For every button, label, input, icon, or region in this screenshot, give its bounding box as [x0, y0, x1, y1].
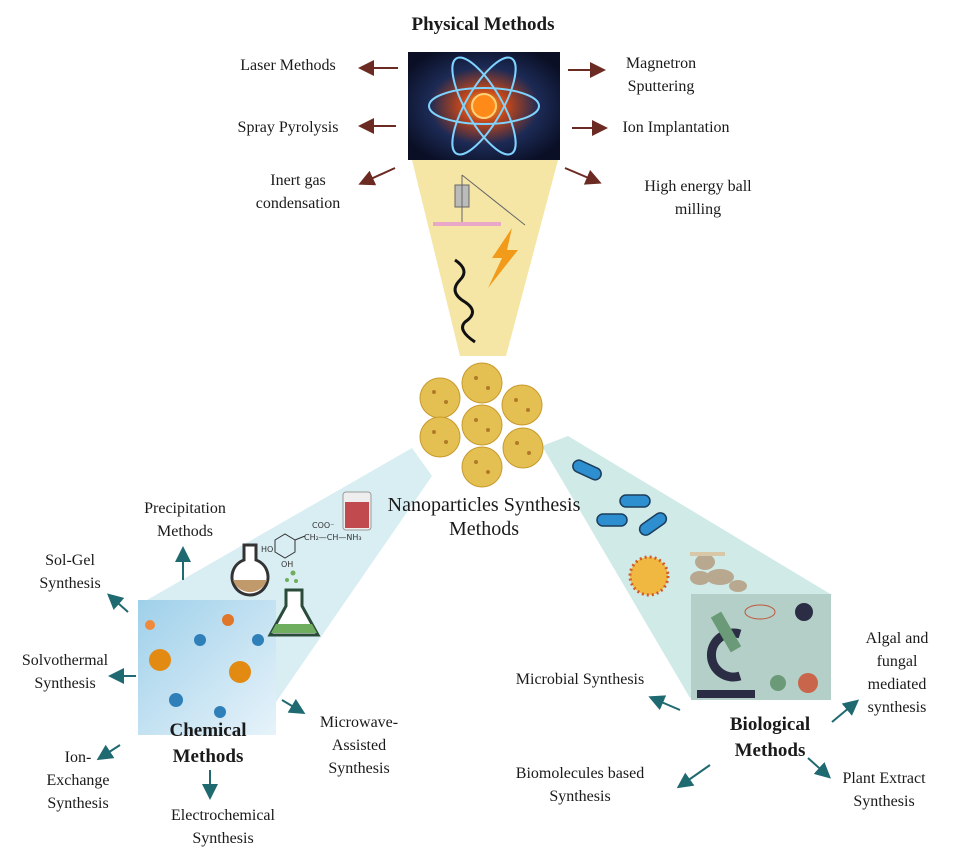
page-title: Physical Methods: [411, 14, 555, 35]
beaker-icon: [342, 491, 372, 531]
atom-icon: [428, 56, 540, 156]
bacteria-icons: [572, 459, 668, 536]
chemical-item: Sol-Gel Synthesis: [39, 552, 101, 592]
physical-item: Laser Methods: [240, 57, 336, 74]
biological-item: Biomolecules based Synthesis: [515, 765, 645, 805]
microscope-icon: [697, 611, 755, 698]
chemical-title: Chemical Methods: [169, 720, 247, 767]
lightning-icon: [488, 228, 518, 288]
biological-item: Algal and fungal mediated synthesis: [865, 630, 929, 716]
flask-round-icon: [230, 543, 270, 597]
chemical-item: Microwave- Assisted Synthesis: [319, 714, 399, 777]
physical-funnel: [412, 160, 558, 356]
nanowire-icon: [453, 258, 476, 344]
physical-item: Spray Pyrolysis: [237, 119, 339, 136]
biological-item: Plant Extract Synthesis: [842, 770, 926, 810]
molecule-label: COO⁻: [312, 521, 334, 530]
physical-item: Ion Implantation: [622, 119, 730, 136]
molecule-structure: COO⁻ CH₂—CH—NH₃ HO OH: [261, 521, 362, 569]
virus-icon: [628, 555, 670, 597]
fungi-icon: [690, 552, 747, 592]
molecules-icon: [145, 614, 264, 718]
chemical-item: Solvothermal Synthesis: [21, 652, 109, 692]
biological-title: Biological Methods: [729, 714, 811, 761]
molecule-label: HO: [261, 545, 273, 554]
equipment-icon: [433, 174, 526, 226]
atom-small-icon: [744, 604, 776, 620]
erlenmeyer-flask-icon: [267, 588, 321, 637]
chemical-item: Electrochemical Synthesis: [171, 807, 275, 847]
hub-title: Nanoparticles Synthesis Methods: [387, 494, 581, 540]
molecule-label: CH₂—CH—NH₃: [304, 533, 362, 542]
molecule-label: OH: [281, 560, 293, 569]
physical-item: High energy ball milling: [644, 178, 752, 218]
chemical-item: Ion- Exchange Synthesis: [46, 749, 110, 812]
physical-item: Inert gas condensation: [255, 172, 341, 212]
biological-item: Microbial Synthesis: [515, 671, 645, 688]
physical-item: Magnetron Sputtering: [625, 55, 697, 95]
chemical-item: Precipitation Methods: [144, 500, 226, 540]
